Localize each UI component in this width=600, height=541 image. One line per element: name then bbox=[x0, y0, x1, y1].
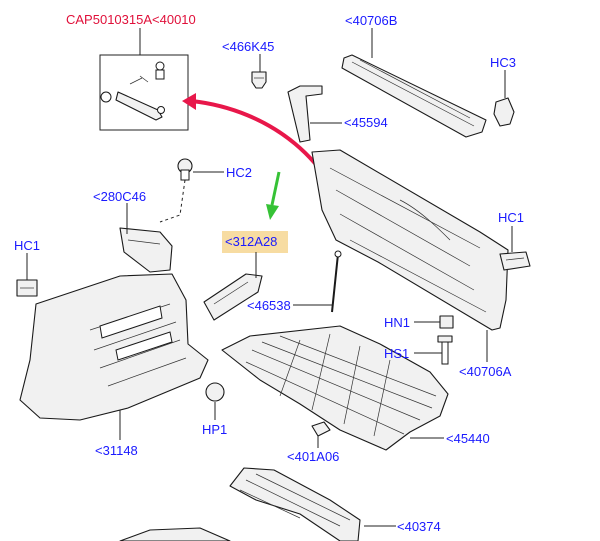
kit-parts-illustration bbox=[100, 61, 165, 121]
kit-detail-box bbox=[99, 54, 189, 131]
floor-panel bbox=[221, 325, 449, 451]
label-hc3: HC3 bbox=[490, 55, 516, 70]
left-side-panel bbox=[19, 273, 209, 421]
bottom-partial-part bbox=[119, 527, 231, 541]
trim-280c46 bbox=[119, 227, 173, 273]
rod-46538 bbox=[331, 250, 342, 313]
label-45440: <45440 bbox=[446, 431, 490, 446]
clip-hc1-right bbox=[499, 251, 531, 271]
clip-401a06 bbox=[311, 421, 331, 437]
red-arrowhead bbox=[182, 93, 196, 110]
clip-hc3 bbox=[493, 97, 515, 127]
label-hn1: HN1 bbox=[384, 315, 410, 330]
bracket-45594 bbox=[287, 85, 323, 143]
label-hc1-left: HC1 bbox=[14, 238, 40, 253]
upper-side-panel bbox=[311, 149, 509, 331]
sill-plate bbox=[229, 467, 361, 541]
label-40706a: <40706A bbox=[459, 364, 512, 379]
cover-312a28 bbox=[203, 273, 263, 321]
screw-hs1 bbox=[437, 335, 453, 365]
nut-hn1 bbox=[439, 315, 454, 329]
label-hp1: HP1 bbox=[202, 422, 227, 437]
label-466k45: <466K45 bbox=[222, 39, 274, 54]
highlight-312a28 bbox=[222, 231, 288, 253]
top-trim-strip bbox=[341, 54, 487, 138]
label-40374: <40374 bbox=[397, 519, 441, 534]
label-hs1: HS1 bbox=[384, 346, 409, 361]
label-45594: <45594 bbox=[344, 115, 388, 130]
green-arrowhead bbox=[266, 204, 279, 220]
clip-hc1-left bbox=[16, 279, 38, 297]
label-280c46: <280C46 bbox=[93, 189, 146, 204]
label-46538: <46538 bbox=[247, 298, 291, 313]
label-hc2: HC2 bbox=[226, 165, 252, 180]
cap-hp1 bbox=[205, 382, 225, 402]
label-hc1-right: HC1 bbox=[498, 210, 524, 225]
green-arrow bbox=[270, 171, 281, 206]
label-312a28: <312A28 bbox=[225, 234, 277, 249]
clip-hc2 bbox=[177, 158, 193, 181]
label-401a06: <401A06 bbox=[287, 449, 339, 464]
label-31148: <31148 bbox=[95, 443, 138, 458]
label-40706b: <40706B bbox=[345, 13, 397, 28]
clip-466k45 bbox=[251, 71, 267, 89]
label-cap-kit: CAP5010315A<40010 bbox=[66, 12, 196, 27]
